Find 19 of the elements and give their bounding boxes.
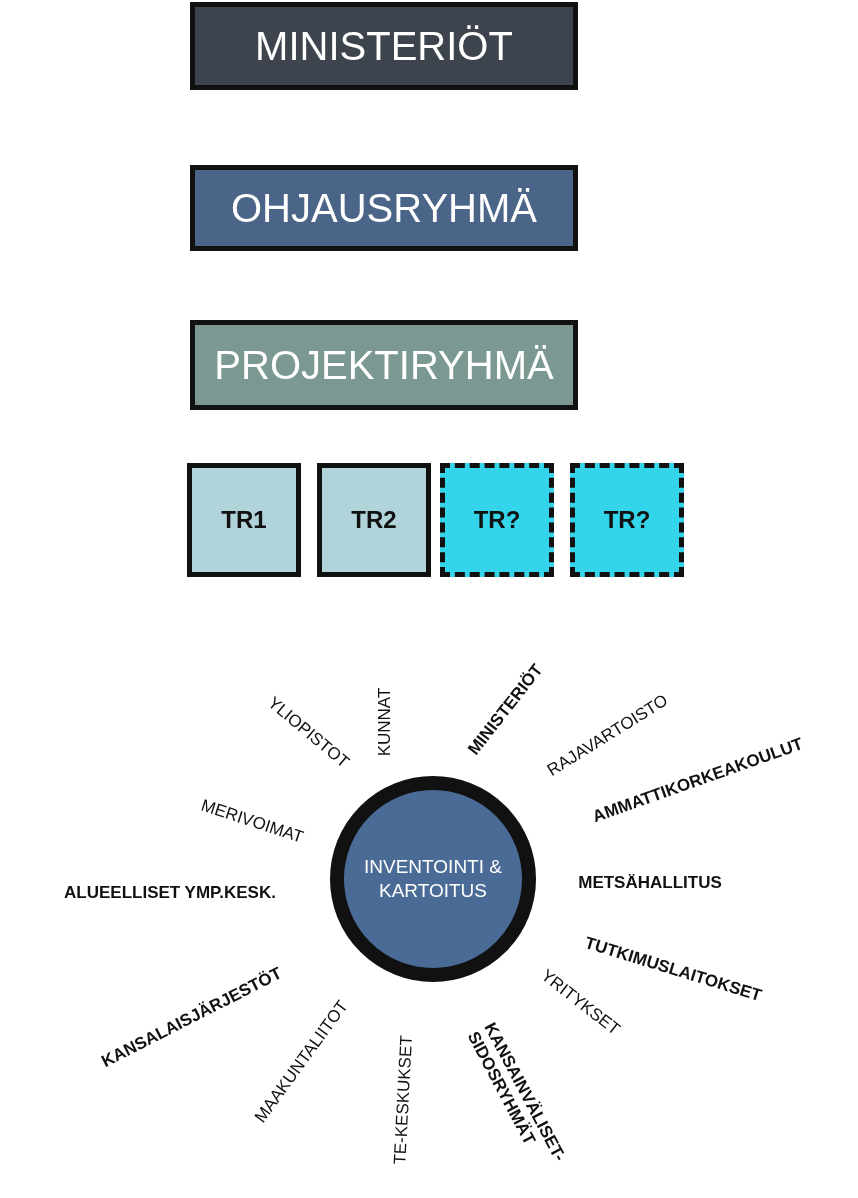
stakeholder-label: METSÄHALLITUS	[578, 873, 722, 893]
node-label: TR1	[221, 505, 267, 535]
node-label: TR2	[351, 505, 397, 535]
org-box	[317, 463, 431, 577]
org-box	[190, 165, 578, 251]
node-label: INVENTOINTI & KARTOITUS	[363, 855, 503, 903]
org-box	[190, 320, 578, 410]
org-box	[190, 2, 578, 90]
stakeholder-label: ALUEELLISET YMP.KESK.	[64, 883, 276, 903]
node-label: TR?	[473, 505, 521, 535]
stakeholder-label: KUNNAT	[375, 687, 395, 757]
node-label: TR?	[603, 505, 651, 535]
org-box	[570, 463, 684, 577]
node-label: PROJEKTIRYHMÄ	[214, 342, 554, 389]
stakeholder-label: TE-KESKUKSET	[391, 1034, 417, 1166]
org-box	[187, 463, 301, 577]
org-box	[440, 463, 554, 577]
node-label: OHJAUSRYHMÄ	[231, 185, 537, 232]
node-label: MINISTERIÖT	[255, 23, 513, 70]
